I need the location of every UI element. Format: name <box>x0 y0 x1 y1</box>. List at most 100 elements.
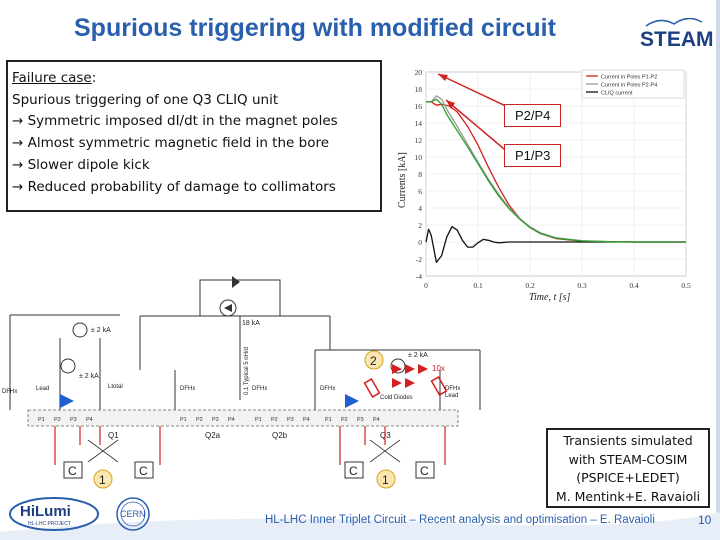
vertical-label: 0.1 Typical 5 nH/d <box>244 347 250 395</box>
hilumi-logo-text: HiLumi <box>20 503 71 520</box>
pole-label: P4 <box>86 417 93 423</box>
arrow-p2p4 <box>437 73 511 109</box>
pole-label: P3 <box>287 417 294 423</box>
dfhx-label: DFHx <box>2 389 17 395</box>
legend-label: Current in Poles P2-P4 <box>601 83 657 89</box>
x-tick-label: 0.4 <box>629 281 639 290</box>
cliq-unit-box <box>63 461 83 479</box>
failure-line: → Symmetric imposed dI/dt in the magnet … <box>12 113 338 130</box>
cliq-wiring-left <box>54 426 161 465</box>
legend-label: CLIQ current <box>601 91 633 97</box>
series-line-2 <box>425 226 686 264</box>
trim-label: ± 2 kA <box>79 373 99 380</box>
footer-band <box>0 512 720 540</box>
trim-label: ± 2 kA <box>91 327 111 334</box>
badge-2-text: 2 <box>370 354 377 368</box>
q3-label: Q3 <box>380 431 391 440</box>
x-tick-label: 0 <box>424 281 428 290</box>
failure-case-heading: Failure case: <box>12 68 376 90</box>
steam-logo-text: STEAM <box>640 28 714 50</box>
y-tick-label: 4 <box>418 204 422 213</box>
failure-case-colon: : <box>91 70 97 86</box>
badge-1-text: 1 <box>99 473 106 487</box>
cold-diode-icon <box>405 378 415 388</box>
hilumi-logo-sub: HL-LHC PROJECT <box>28 521 71 527</box>
failure-case-heading-text: Failure case <box>12 70 92 86</box>
cold-diode-icon <box>392 364 402 374</box>
y-tick-label: 12 <box>415 136 423 145</box>
series-line-3 <box>426 98 686 243</box>
sim-line: with STEAM-COSIM <box>568 451 688 467</box>
main-source-loop <box>199 279 281 317</box>
cliq-unit-box <box>415 461 435 479</box>
dfhx-label: DFHx <box>320 386 335 392</box>
cliq-unit-label: C <box>68 464 77 478</box>
y-tick-label: 18 <box>415 85 423 94</box>
pole-label: P2 <box>341 417 348 423</box>
pole-label: P2 <box>196 417 203 423</box>
y-tick-label: 8 <box>418 170 422 179</box>
trim-source-icon <box>60 358 76 374</box>
label-p2p4: P2/P4 <box>504 104 562 127</box>
failure-line: Spurious triggering of one Q3 CLIQ unit <box>12 91 279 108</box>
pole-label: P3 <box>357 417 364 423</box>
dfhx-label: DFHx <box>445 386 460 392</box>
arrowhead-icon <box>446 100 455 109</box>
y-tick-label: 16 <box>415 102 423 111</box>
cern-logo-text: CERN <box>120 509 146 519</box>
dfhx-label: DFHx <box>180 386 195 392</box>
cern-logo: CERN <box>116 497 150 531</box>
cold-diode-icon <box>405 364 415 374</box>
label-p1p3: P1/P3 <box>504 144 562 167</box>
x-tick-label: 0.1 <box>473 281 483 290</box>
cold-diodes-label: Cold Diodes <box>380 395 413 401</box>
y-tick-label: 6 <box>418 187 422 196</box>
sim-line: Transients simulated <box>563 433 693 448</box>
badge-2 <box>364 350 384 370</box>
trim-label: ± 2 kA <box>408 352 428 359</box>
magnet-row <box>27 409 459 427</box>
failure-line: → Slower dipole kick <box>12 156 150 173</box>
power-converter-icon <box>219 299 237 317</box>
pole-label: P2 <box>54 417 61 423</box>
badge-1-text: 1 <box>382 473 389 487</box>
failure-line: → Reduced probability of damage to colli… <box>12 178 336 195</box>
resistor-icon <box>363 378 381 398</box>
steam-logo: STEAM <box>640 18 714 50</box>
pole-label: P4 <box>373 417 380 423</box>
pole-label: P1 <box>255 417 262 423</box>
q2a-label: Q2a <box>205 431 221 440</box>
pole-label: P3 <box>212 417 219 423</box>
cold-diode-icon <box>418 364 428 374</box>
q1-label: Q1 <box>108 431 119 440</box>
arrow-p1p3 <box>445 99 511 155</box>
dfhx-label: DFHx <box>252 386 267 392</box>
annotation-arrows <box>437 73 511 155</box>
arrow-icon <box>224 304 232 312</box>
pole-label: P1 <box>38 417 45 423</box>
badge-1 <box>93 469 113 489</box>
footer-text: HL-LHC Inner Triplet Circuit – Recent an… <box>265 514 655 526</box>
slide-title: Spurious triggering with modified circui… <box>74 14 556 42</box>
hilumi-logo: HiLumi HL-LHC PROJECT <box>9 497 99 531</box>
x-tick-label: 0.5 <box>681 281 691 290</box>
y-tick-label: 14 <box>415 119 423 128</box>
failure-case-box: Failure case: Spurious triggering of one… <box>6 60 382 212</box>
ltotal-label: Ltotal <box>108 384 123 390</box>
pole-label: P2 <box>271 417 278 423</box>
simulation-credit-box: Transients simulated with STEAM-COSIM (P… <box>546 428 710 508</box>
pole-label: P1 <box>325 417 332 423</box>
cliq-unit-label: C <box>420 464 429 478</box>
y-tick-label: 0 <box>418 238 422 247</box>
cliq-unit-box <box>134 461 154 479</box>
cliq-unit-label: C <box>139 464 148 478</box>
cliq-unit-label: C <box>349 464 358 478</box>
blue-diode-icon <box>60 394 74 408</box>
legend-box <box>581 69 685 99</box>
y-tick-label: 2 <box>418 221 422 230</box>
badge-1 <box>376 469 396 489</box>
y-tick-label: -2 <box>416 255 422 264</box>
blue-diode-icon <box>345 394 359 408</box>
cold-diode-icon <box>392 378 402 388</box>
